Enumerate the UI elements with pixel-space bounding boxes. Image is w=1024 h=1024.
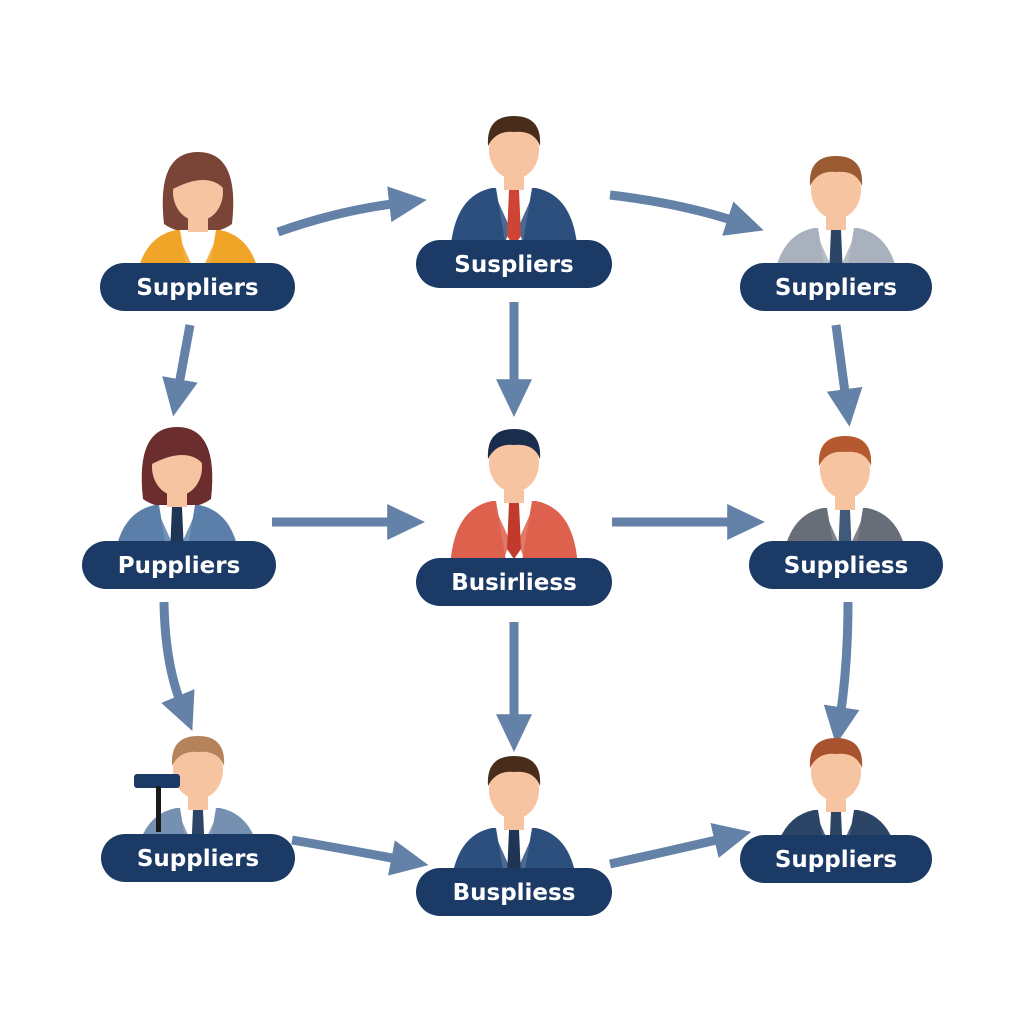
arrow-top-left-to-mid-left	[162, 324, 198, 417]
node-label: Suspliers	[454, 252, 574, 278]
node-mid-right: Suppliess	[749, 436, 943, 589]
node-label-pill	[416, 558, 612, 606]
woman-avatar-icon	[117, 427, 237, 545]
arrow-top-center-to-top-right	[609, 190, 764, 236]
node-mid-left: Puppliers	[82, 427, 276, 589]
node-label: Suppliers	[136, 275, 258, 301]
node-label: Suppliers	[137, 846, 259, 872]
node-label-pill	[416, 868, 612, 916]
node-top-right: Suppliers	[740, 156, 932, 311]
arrow-top-right-to-mid-right	[826, 324, 863, 427]
node-label-pill	[740, 263, 932, 311]
node-label-pill	[416, 240, 612, 288]
node-label-pill	[101, 834, 295, 882]
node-label: Suppliers	[775, 275, 897, 301]
man-avatar-icon	[785, 436, 905, 545]
node-label-pill	[740, 835, 932, 883]
arrows-layer	[159, 186, 863, 876]
node-label: Busirliess	[451, 570, 577, 596]
arrow-mid-left-to-bottom-left	[159, 601, 195, 731]
node-label-pill	[82, 541, 276, 589]
arrow-top-left-to-top-center	[276, 186, 427, 237]
man-avatar-icon	[776, 156, 896, 265]
man-avatar-icon	[450, 429, 578, 560]
node-label: Buspliess	[453, 880, 576, 906]
node-mid-center: Busirliess	[416, 429, 612, 606]
node-label: Suppliers	[775, 847, 897, 873]
node-top-center: Suspliers	[416, 116, 612, 288]
node-bottom-left: Suppliers	[101, 736, 295, 882]
node-bottom-right: Suppliers	[740, 738, 932, 883]
node-label: Suppliess	[784, 553, 909, 579]
node-label: Puppliers	[118, 553, 241, 579]
nodes-layer: SuppliersSuspliersSuppliersPuppliersBusi…	[82, 116, 943, 916]
man-avatar-icon	[453, 756, 575, 870]
arrow-bottom-center-to-bottom-right	[609, 822, 752, 869]
man-avatar-icon	[779, 738, 893, 840]
arrow-mid-right-to-bottom-right	[823, 601, 860, 745]
man-avatar-icon	[134, 736, 256, 840]
node-top-left: Suppliers	[100, 152, 295, 311]
node-label-pill	[100, 263, 295, 311]
woman-avatar-icon	[139, 152, 257, 265]
node-label-pill	[749, 541, 943, 589]
arrow-bottom-left-to-bottom-center	[291, 835, 429, 876]
node-bottom-center: Buspliess	[416, 756, 612, 916]
megaphone-icon	[134, 774, 180, 788]
man-avatar-icon	[450, 116, 578, 245]
